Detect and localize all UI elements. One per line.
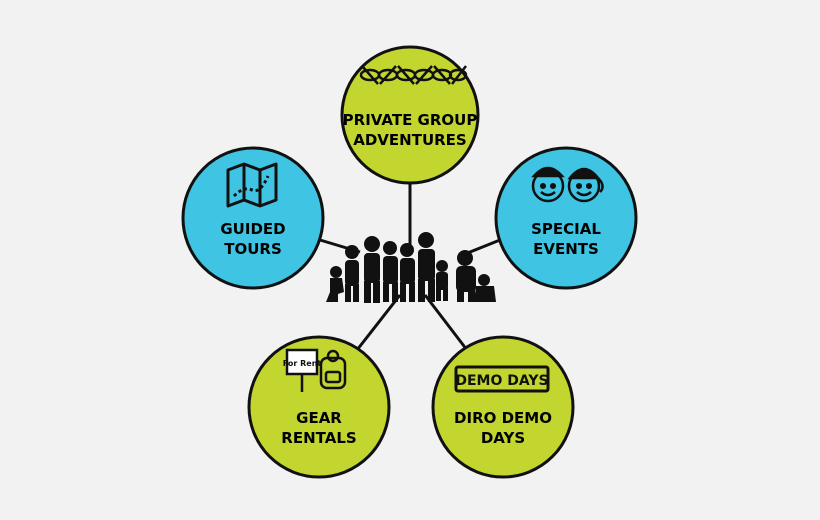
backpack-icon (319, 349, 347, 390)
node-diro-demo-days: DEMO DAYS DIRO DEMO DAYS (431, 335, 575, 479)
family-silhouette-icon (326, 232, 496, 303)
node-private-group-adventures: PRIVATE GROUP ADVENTURES (340, 45, 480, 185)
node-left-line2: TOURS (224, 240, 282, 258)
node-guided-tours: GUIDED TOURS (181, 146, 325, 290)
node-bottom-right-line2: DAYS (481, 429, 525, 447)
node-bottom-right-line1: DIRO DEMO (454, 409, 552, 427)
node-gear-rentals: For Rent GEAR RENTALS (247, 335, 391, 479)
node-bottom-left-line1: GEAR (296, 409, 342, 427)
connector-lines (319, 180, 501, 351)
node-right-line1: SPECIAL (531, 220, 601, 238)
node-left-line1: GUIDED (220, 220, 285, 238)
node-top-line1: PRIVATE GROUP (343, 111, 478, 129)
node-right-line2: EVENTS (533, 240, 599, 258)
connector-bottom-right (423, 294, 469, 351)
map-icon (226, 162, 278, 208)
connector-bottom-left (355, 294, 402, 351)
smiley-faces-icon (531, 166, 604, 203)
node-bottom-left-line2: RENTALS (281, 429, 356, 447)
kayaks-icon (359, 65, 468, 85)
for-rent-sign-text: For Rent (283, 359, 322, 368)
demo-days-stamp-icon: DEMO DAYS (454, 365, 550, 393)
node-special-events: SPECIAL EVENTS (494, 146, 638, 290)
demo-days-stamp-text: DEMO DAYS (455, 373, 548, 389)
node-top-line2: ADVENTURES (353, 131, 466, 149)
for-rent-sign-icon: For Rent (283, 348, 322, 392)
